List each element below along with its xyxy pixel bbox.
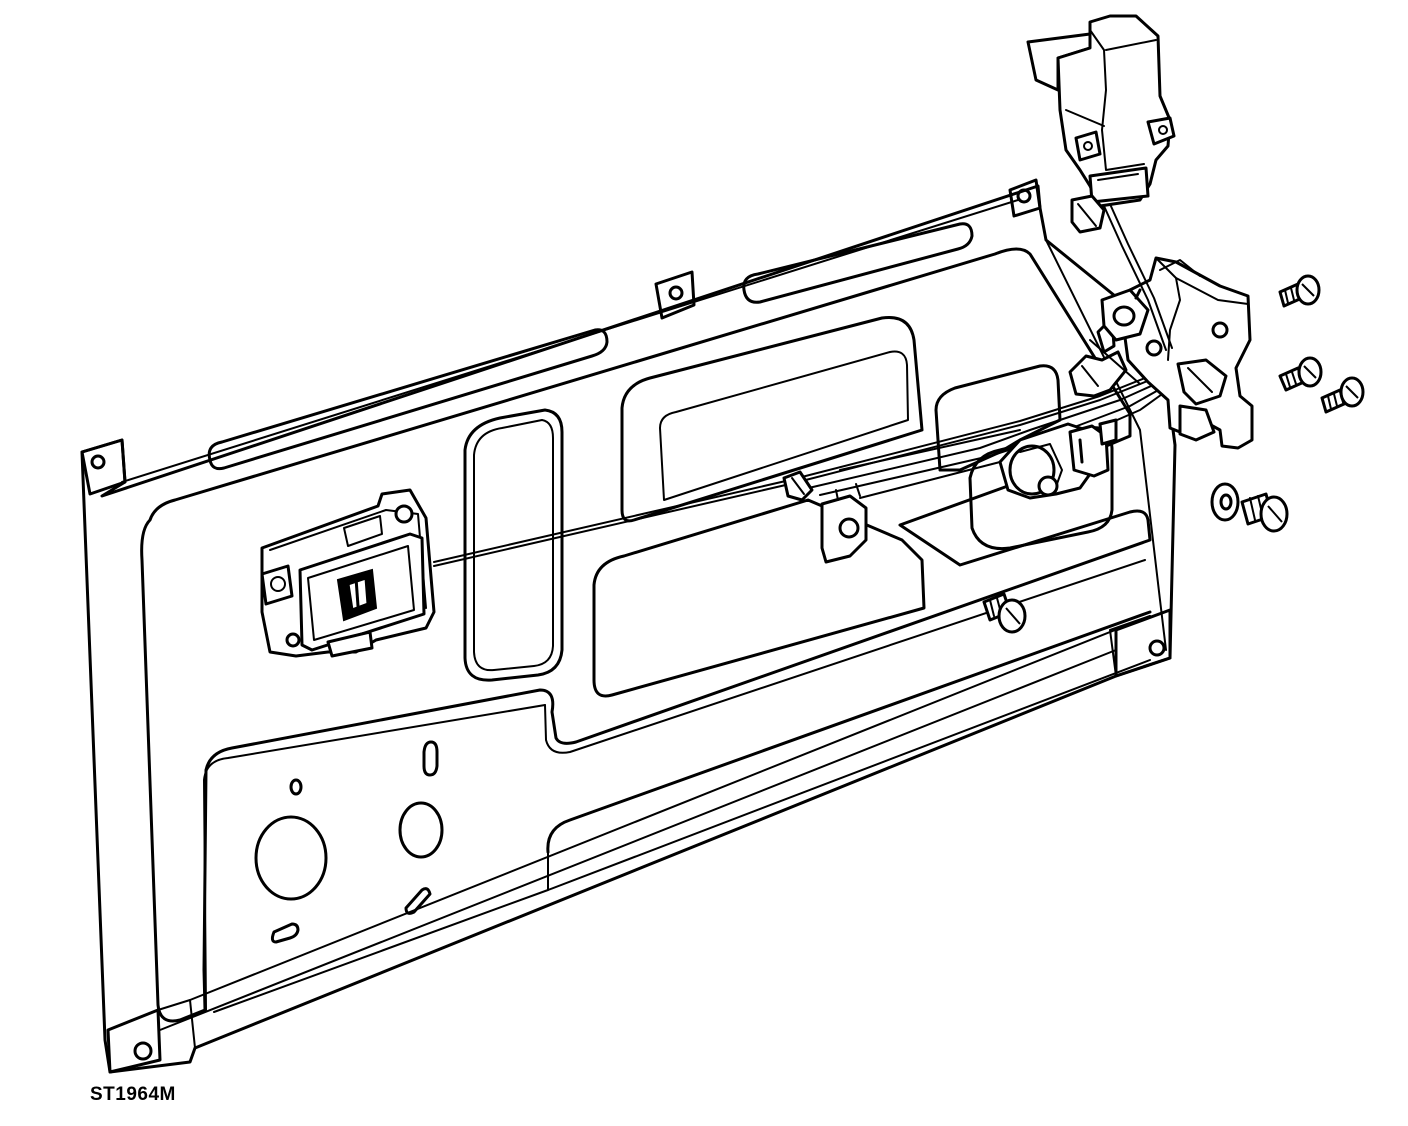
washer bbox=[1210, 482, 1240, 522]
slot-small-angled bbox=[404, 887, 432, 915]
figure-code: ST1964M bbox=[90, 1084, 176, 1105]
opening-upper-window bbox=[620, 315, 924, 523]
mounting-tab-top-right bbox=[1008, 178, 1042, 218]
slot-right-upper bbox=[742, 222, 974, 304]
mounting-tab-bottom-left bbox=[106, 1008, 162, 1074]
hole-large-left bbox=[254, 815, 328, 901]
mounting-tab-bottom-right bbox=[1114, 608, 1172, 678]
outside-handle-assembly bbox=[1026, 14, 1176, 208]
hole-small-round bbox=[289, 778, 303, 796]
opening-latch-pocket bbox=[968, 426, 1114, 551]
slot-small-horizontal bbox=[270, 922, 300, 944]
latch-screw-upper bbox=[1278, 274, 1321, 308]
handle-rod bbox=[1103, 203, 1173, 351]
door-inner-panel bbox=[80, 184, 1177, 1074]
hole-large-right bbox=[398, 801, 444, 859]
latch-assembly bbox=[1100, 256, 1254, 450]
slot-small-vertical bbox=[422, 740, 439, 777]
opening-lower-window bbox=[592, 498, 926, 698]
mounting-tab-top-middle bbox=[654, 270, 696, 320]
lock-actuator bbox=[998, 418, 1118, 500]
latch-screw-middle bbox=[1278, 356, 1323, 392]
rod-clip bbox=[782, 470, 814, 502]
opening-right-recess bbox=[934, 364, 1062, 472]
opening-center-tall bbox=[463, 408, 564, 682]
inside-handle-assembly bbox=[260, 488, 436, 658]
panel-screw bbox=[982, 592, 1027, 634]
slot-left bbox=[207, 328, 609, 471]
handle-link-clip bbox=[1070, 194, 1106, 234]
screw-with-washer bbox=[1240, 492, 1289, 533]
latch-screw-lower bbox=[1320, 376, 1365, 414]
mounting-tab-top-left bbox=[80, 438, 127, 496]
lock-control-bracket bbox=[820, 483, 868, 564]
